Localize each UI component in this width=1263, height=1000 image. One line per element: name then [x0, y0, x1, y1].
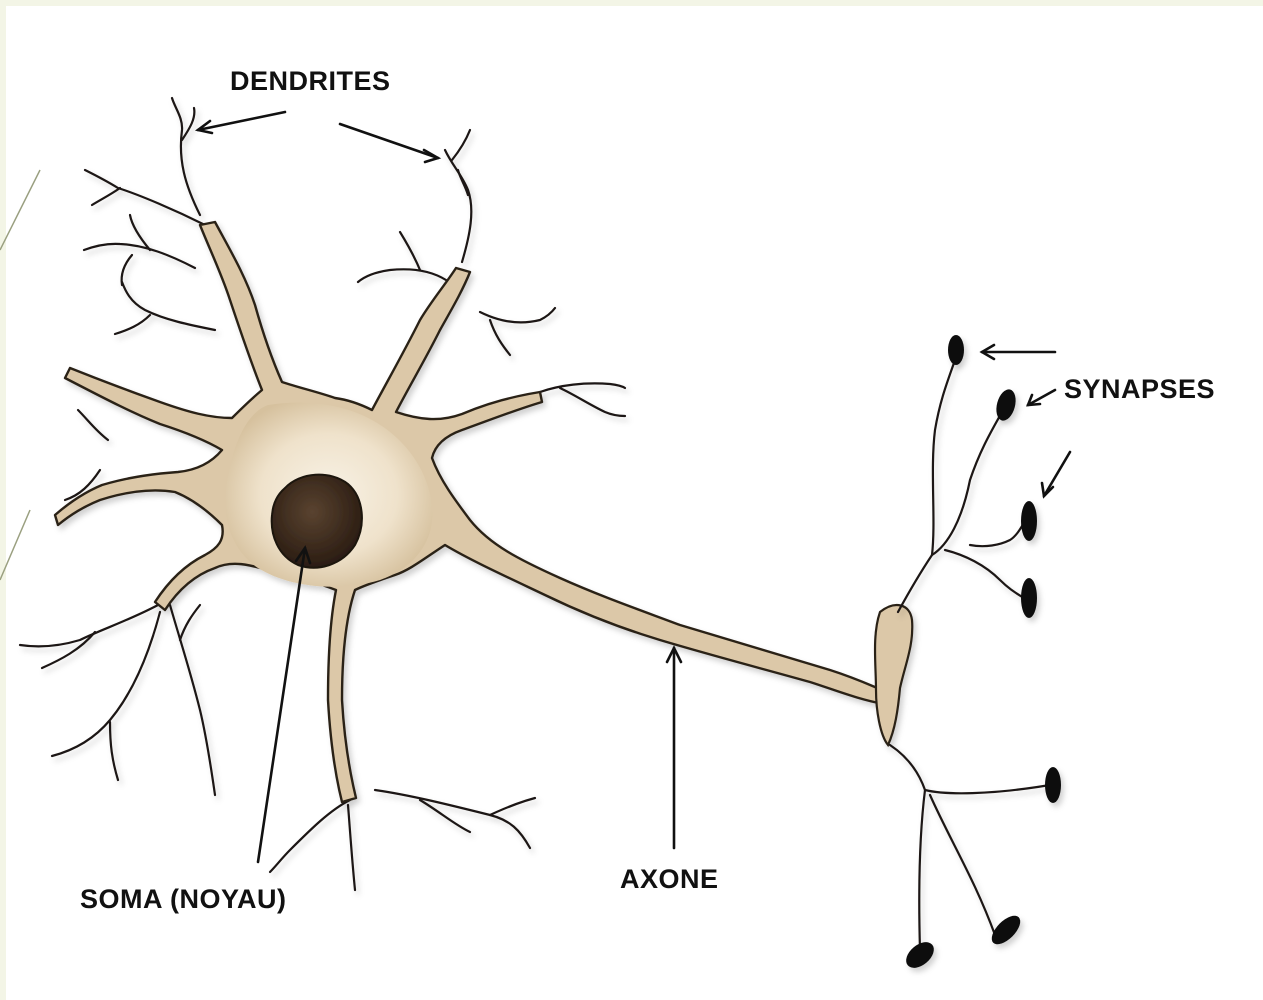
synapse-knob [1021, 501, 1037, 541]
soma-arrow [258, 548, 305, 862]
axon-terminal-bulb [875, 605, 912, 745]
synapses-arrow-3 [1044, 452, 1070, 496]
neuron-body [55, 222, 912, 802]
axon-label: AXONE [620, 864, 719, 895]
axon-terminal-branches [890, 360, 1050, 950]
soma-and-processes [55, 222, 884, 802]
synapse-knob [948, 335, 964, 365]
synapse-knob [993, 387, 1019, 423]
soma-label: SOMA (NOYAU) [80, 884, 287, 915]
dendrites-arrow-right [340, 124, 438, 158]
synapses-label: SYNAPSES [1064, 374, 1215, 405]
dendrites-label: DENDRITES [230, 66, 391, 97]
synapse-knob [1045, 767, 1061, 803]
synapse-knob [1021, 578, 1037, 618]
nucleus [272, 475, 362, 568]
synapse-terminals [901, 335, 1061, 973]
slide-decoration [0, 170, 40, 580]
